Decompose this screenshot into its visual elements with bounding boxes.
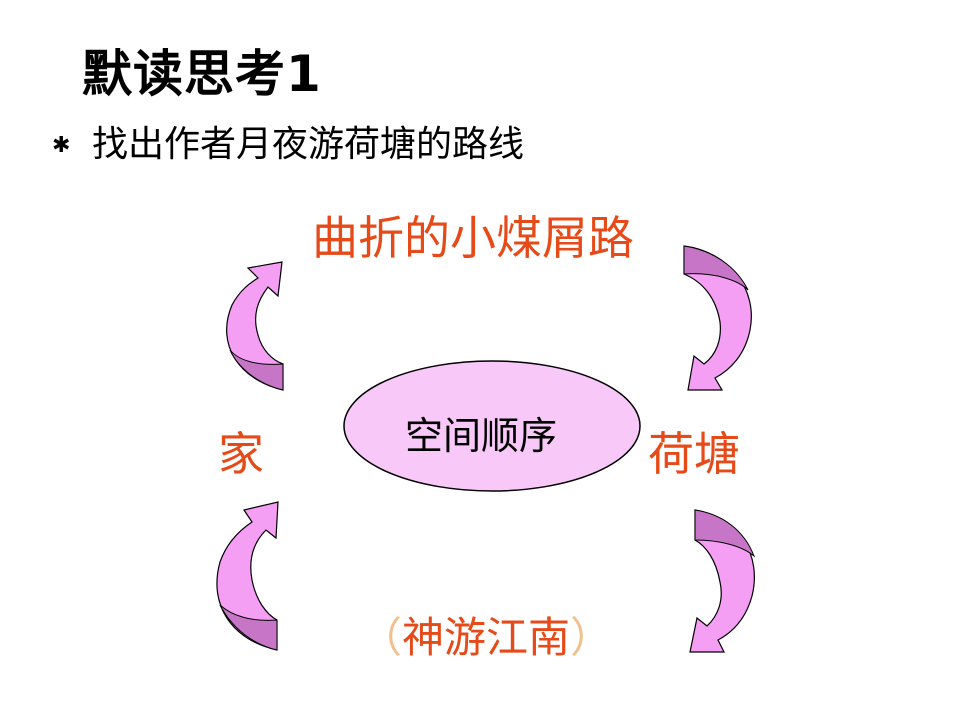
bottom-route-text: 神游江南: [402, 613, 571, 662]
bottom-route-label: （神游江南）: [360, 604, 612, 665]
top-route-label: 曲折的小煤屑路: [312, 211, 634, 265]
arrow-pond-to-jiangnan-icon: [689, 509, 756, 653]
paren-close: ）: [570, 613, 613, 662]
pond-label: 荷塘: [648, 427, 740, 481]
slide-title: 默读思考1: [82, 45, 322, 103]
home-label: 家: [218, 427, 264, 481]
arrow-home-to-path-icon: [226, 261, 284, 391]
center-ellipse: [343, 360, 641, 492]
arrow-path-to-pond-icon: [683, 245, 752, 391]
center-ellipse-label: 空间顺序: [405, 414, 558, 458]
arrow-return-to-home-icon: [216, 501, 279, 651]
paren-open: （: [360, 613, 403, 662]
bullet-text: 找出作者月夜游荷塘的路线: [92, 124, 525, 165]
asterisk-bullet-icon: ✱: [52, 133, 71, 158]
